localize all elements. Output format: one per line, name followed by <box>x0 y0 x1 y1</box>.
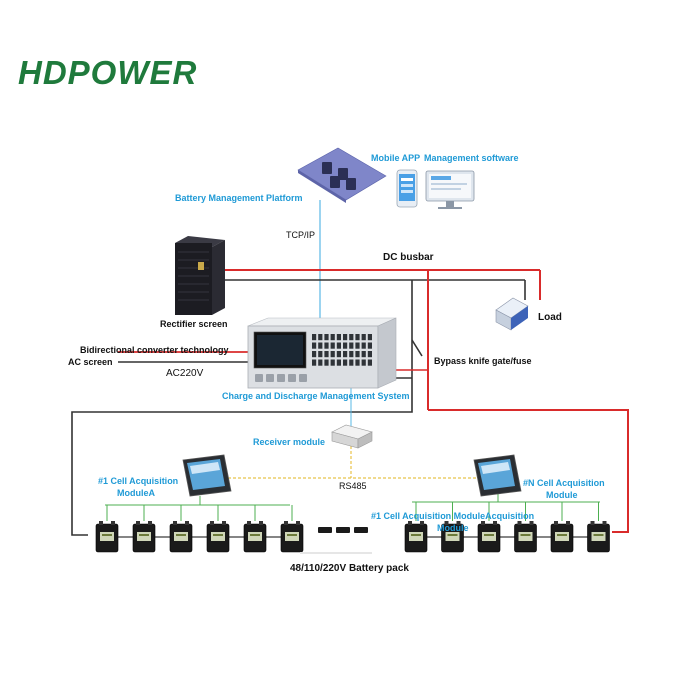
module-a-label-line1: #1 Cell Acquisition <box>98 476 179 486</box>
host-port <box>312 334 317 341</box>
mobile-app-label: Mobile APP <box>371 153 421 163</box>
host-port <box>318 351 323 358</box>
host-port <box>361 351 366 358</box>
battery-cell <box>169 521 193 553</box>
rectifier-screen-label: Rectifier screen <box>160 319 228 329</box>
battery-cell <box>550 521 574 553</box>
host-port <box>367 342 372 349</box>
sensing-bus-right <box>412 494 600 521</box>
module-mid-label-line1: #1 Cell Acquisition ModuleAcquisition <box>371 511 535 521</box>
host-port <box>355 351 360 358</box>
battery-cell <box>206 521 230 553</box>
tcpip-label: TCP/IP <box>286 230 316 240</box>
host-port <box>355 359 360 366</box>
host-port <box>343 351 348 358</box>
host-port <box>324 342 329 349</box>
module-n-label-line1: #N Cell Acquisition <box>523 478 605 488</box>
brand-logo: HDPOWER <box>18 54 197 92</box>
host-port <box>324 359 329 366</box>
dc-busbar-label: DC busbar <box>383 252 434 263</box>
host-port <box>336 359 341 366</box>
battery-cell <box>243 521 267 553</box>
monitor-icon <box>425 170 475 209</box>
host-port <box>330 359 335 366</box>
management-host-icon <box>247 317 397 389</box>
rs485-label: RS485 <box>339 481 367 491</box>
more-cells-ellipsis <box>318 527 368 533</box>
bypass-label: Bypass knife gate/fuse <box>434 356 532 366</box>
battery-pack-label: 48/110/220V Battery pack <box>290 563 409 574</box>
receiver-module-icon <box>331 424 373 449</box>
host-port <box>324 351 329 358</box>
brand-name: HDPOWER <box>18 54 198 91</box>
load-box-icon <box>495 297 529 331</box>
red-main-loop <box>428 409 629 533</box>
host-port <box>361 342 366 349</box>
host-port <box>330 334 335 341</box>
host-port <box>361 334 366 341</box>
battery-cell <box>477 521 501 553</box>
host-port <box>361 359 366 366</box>
host-port <box>349 351 354 358</box>
host-port <box>367 359 372 366</box>
receiver-module-label: Receiver module <box>253 437 326 447</box>
battery-cell <box>441 521 464 553</box>
battery-pack <box>95 521 610 553</box>
rectifier-cabinet-icon <box>175 236 225 315</box>
host-port <box>330 342 335 349</box>
battery-cell <box>280 521 304 553</box>
host-port <box>349 359 354 366</box>
battery-cell <box>95 521 119 553</box>
host-port <box>367 334 372 341</box>
battery-cell <box>514 521 537 553</box>
host-port <box>367 351 372 358</box>
host-port <box>318 359 323 366</box>
host-port-grid <box>312 334 372 366</box>
cell-acquisition-module-n-icon <box>473 454 522 497</box>
host-port <box>318 342 323 349</box>
cell-acquisition-module-a-icon <box>182 454 232 497</box>
battery-cell <box>132 521 156 553</box>
host-port <box>312 342 317 349</box>
host-port <box>324 334 329 341</box>
ac220v-label: AC220V <box>166 368 204 379</box>
host-port <box>312 359 317 366</box>
module-mid-label-line2: Module <box>437 523 469 533</box>
battery-cell <box>587 521 610 553</box>
sensing-bus-left <box>105 496 293 521</box>
module-a-label-line2: ModuleA <box>117 488 155 498</box>
cdms-label: Charge and Discharge Management System <box>222 391 410 401</box>
host-port <box>336 342 341 349</box>
host-port <box>349 342 354 349</box>
host-port <box>355 342 360 349</box>
host-port <box>343 334 348 341</box>
battery-cell <box>404 521 428 553</box>
load-label: Load <box>538 312 562 323</box>
host-port <box>336 334 341 341</box>
bidirectional-label: Bidirectional converter technology <box>80 345 229 355</box>
host-port <box>343 342 348 349</box>
dark-main-loop <box>71 378 413 536</box>
server-platform-icon <box>297 147 387 203</box>
bypass-switch <box>411 339 423 357</box>
ac-screen-label: AC screen <box>68 357 113 367</box>
module-n-label-line2: Module <box>546 490 578 500</box>
host-port <box>336 351 341 358</box>
host-port <box>312 351 317 358</box>
host-port <box>349 334 354 341</box>
platform-label: Battery Management Platform <box>175 193 303 203</box>
host-port <box>355 334 360 341</box>
host-port <box>343 359 348 366</box>
management-software-label: Management software <box>424 153 519 163</box>
wiring <box>71 200 629 538</box>
host-port <box>318 334 323 341</box>
mobile-phone-icon <box>396 169 418 208</box>
host-port <box>330 351 335 358</box>
